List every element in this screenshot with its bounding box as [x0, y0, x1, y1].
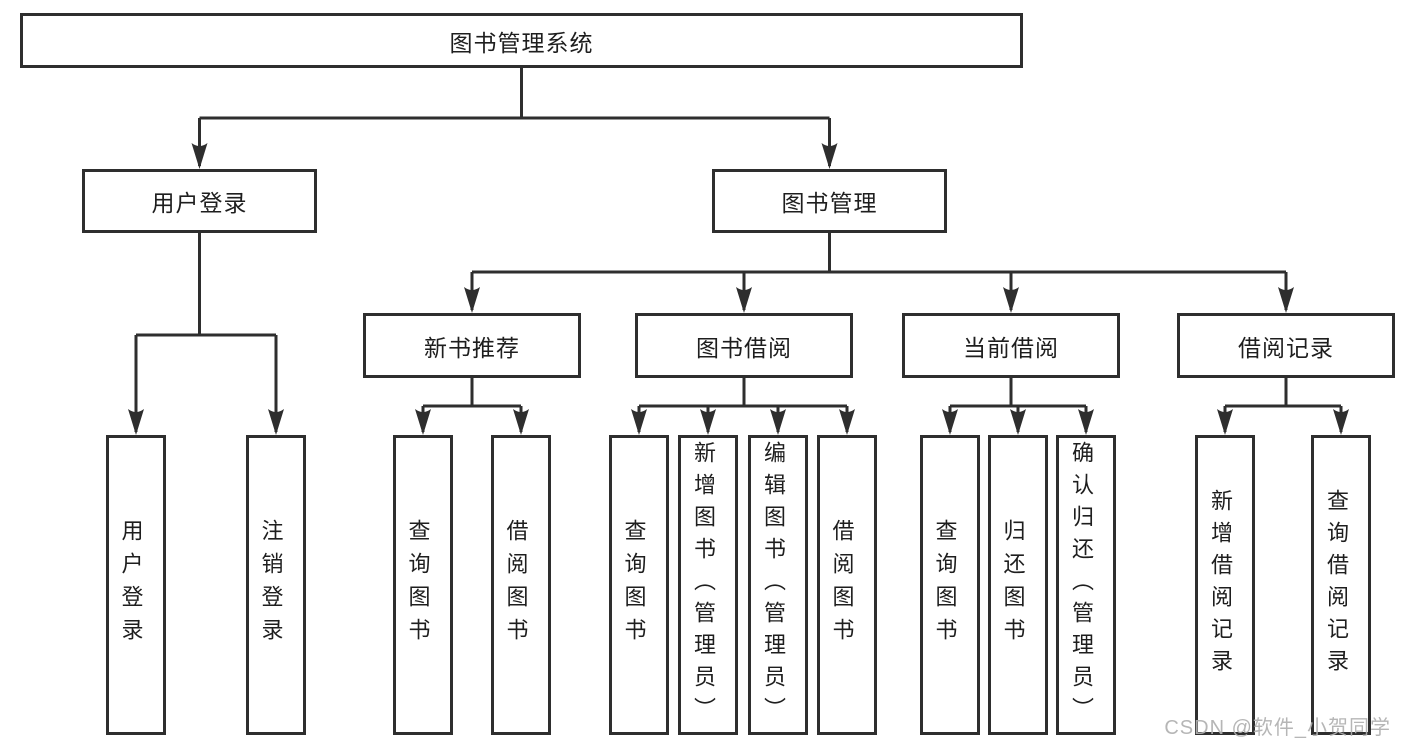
- leaf-logout: 注销登录: [246, 435, 306, 735]
- node-borrowing-records: 借阅记录: [1177, 313, 1395, 378]
- node-book-borrowing: 图书借阅: [635, 313, 853, 378]
- leaf-label: 查询图书: [932, 519, 958, 651]
- node-label: 图书管理系统: [449, 29, 594, 56]
- node-book-management: 图书管理: [712, 169, 947, 233]
- leaf-add-book-admin: 新增图书（管理员）: [678, 435, 738, 735]
- leaf-borrow-book-recommend: 借阅图书: [491, 435, 551, 735]
- node-user-login: 用户登录: [82, 169, 317, 233]
- node-new-book-recommendation: 新书推荐: [363, 313, 581, 378]
- node-library-management-system: 图书管理系统: [20, 13, 1023, 68]
- node-label: 借阅记录: [1238, 334, 1334, 361]
- leaf-query-borrow-record: 查询借阅记录: [1311, 435, 1371, 735]
- node-current-borrowing: 当前借阅: [902, 313, 1120, 378]
- leaf-query-book-recommend: 查询图书: [393, 435, 453, 735]
- connector-current-split: [950, 378, 1086, 408]
- node-label: 图书管理: [781, 190, 878, 216]
- leaf-confirm-return-admin: 确认归还（管理员）: [1056, 435, 1116, 735]
- leaf-query-book-borrow: 查询图书: [609, 435, 669, 735]
- leaf-label: 查询图书: [621, 519, 647, 651]
- connector-borrow-split: [639, 378, 847, 408]
- leaf-label: 归还图书: [1000, 519, 1026, 651]
- leaf-add-borrow-record: 新增借阅记录: [1195, 435, 1255, 735]
- leaf-label: 确认归还（管理员）: [1069, 441, 1094, 729]
- connector-login-split: [136, 233, 276, 337]
- connector-records-split: [1225, 378, 1341, 408]
- leaf-label: 注销登录: [258, 519, 284, 651]
- leaf-return-book: 归还图书: [988, 435, 1048, 735]
- leaf-user-login: 用户登录: [106, 435, 166, 735]
- connector-mgmt-split: [472, 233, 1286, 274]
- leaf-label: 借阅图书: [829, 519, 855, 651]
- connector-root-split: [199, 68, 830, 120]
- leaf-label: 查询借阅记录: [1324, 489, 1349, 681]
- leaf-label: 新增图书（管理员）: [691, 441, 716, 729]
- leaf-label: 用户登录: [118, 519, 144, 651]
- leaf-borrow-book: 借阅图书: [817, 435, 877, 735]
- node-label: 用户登录: [151, 190, 248, 216]
- leaf-label: 查询图书: [405, 519, 431, 651]
- connector-recommend-split: [423, 378, 521, 408]
- leaf-query-book-current: 查询图书: [920, 435, 980, 735]
- leaf-label: 编辑图书（管理员）: [761, 441, 786, 729]
- leaf-label: 借阅图书: [503, 519, 529, 651]
- csdn-watermark: CSDN @软件_小贺同学: [1164, 717, 1391, 739]
- leaf-edit-book-admin: 编辑图书（管理员）: [748, 435, 808, 735]
- leaf-label: 新增借阅记录: [1208, 489, 1233, 681]
- node-label: 图书借阅: [696, 334, 792, 361]
- node-label: 新书推荐: [424, 334, 520, 361]
- node-label: 当前借阅: [963, 334, 1059, 361]
